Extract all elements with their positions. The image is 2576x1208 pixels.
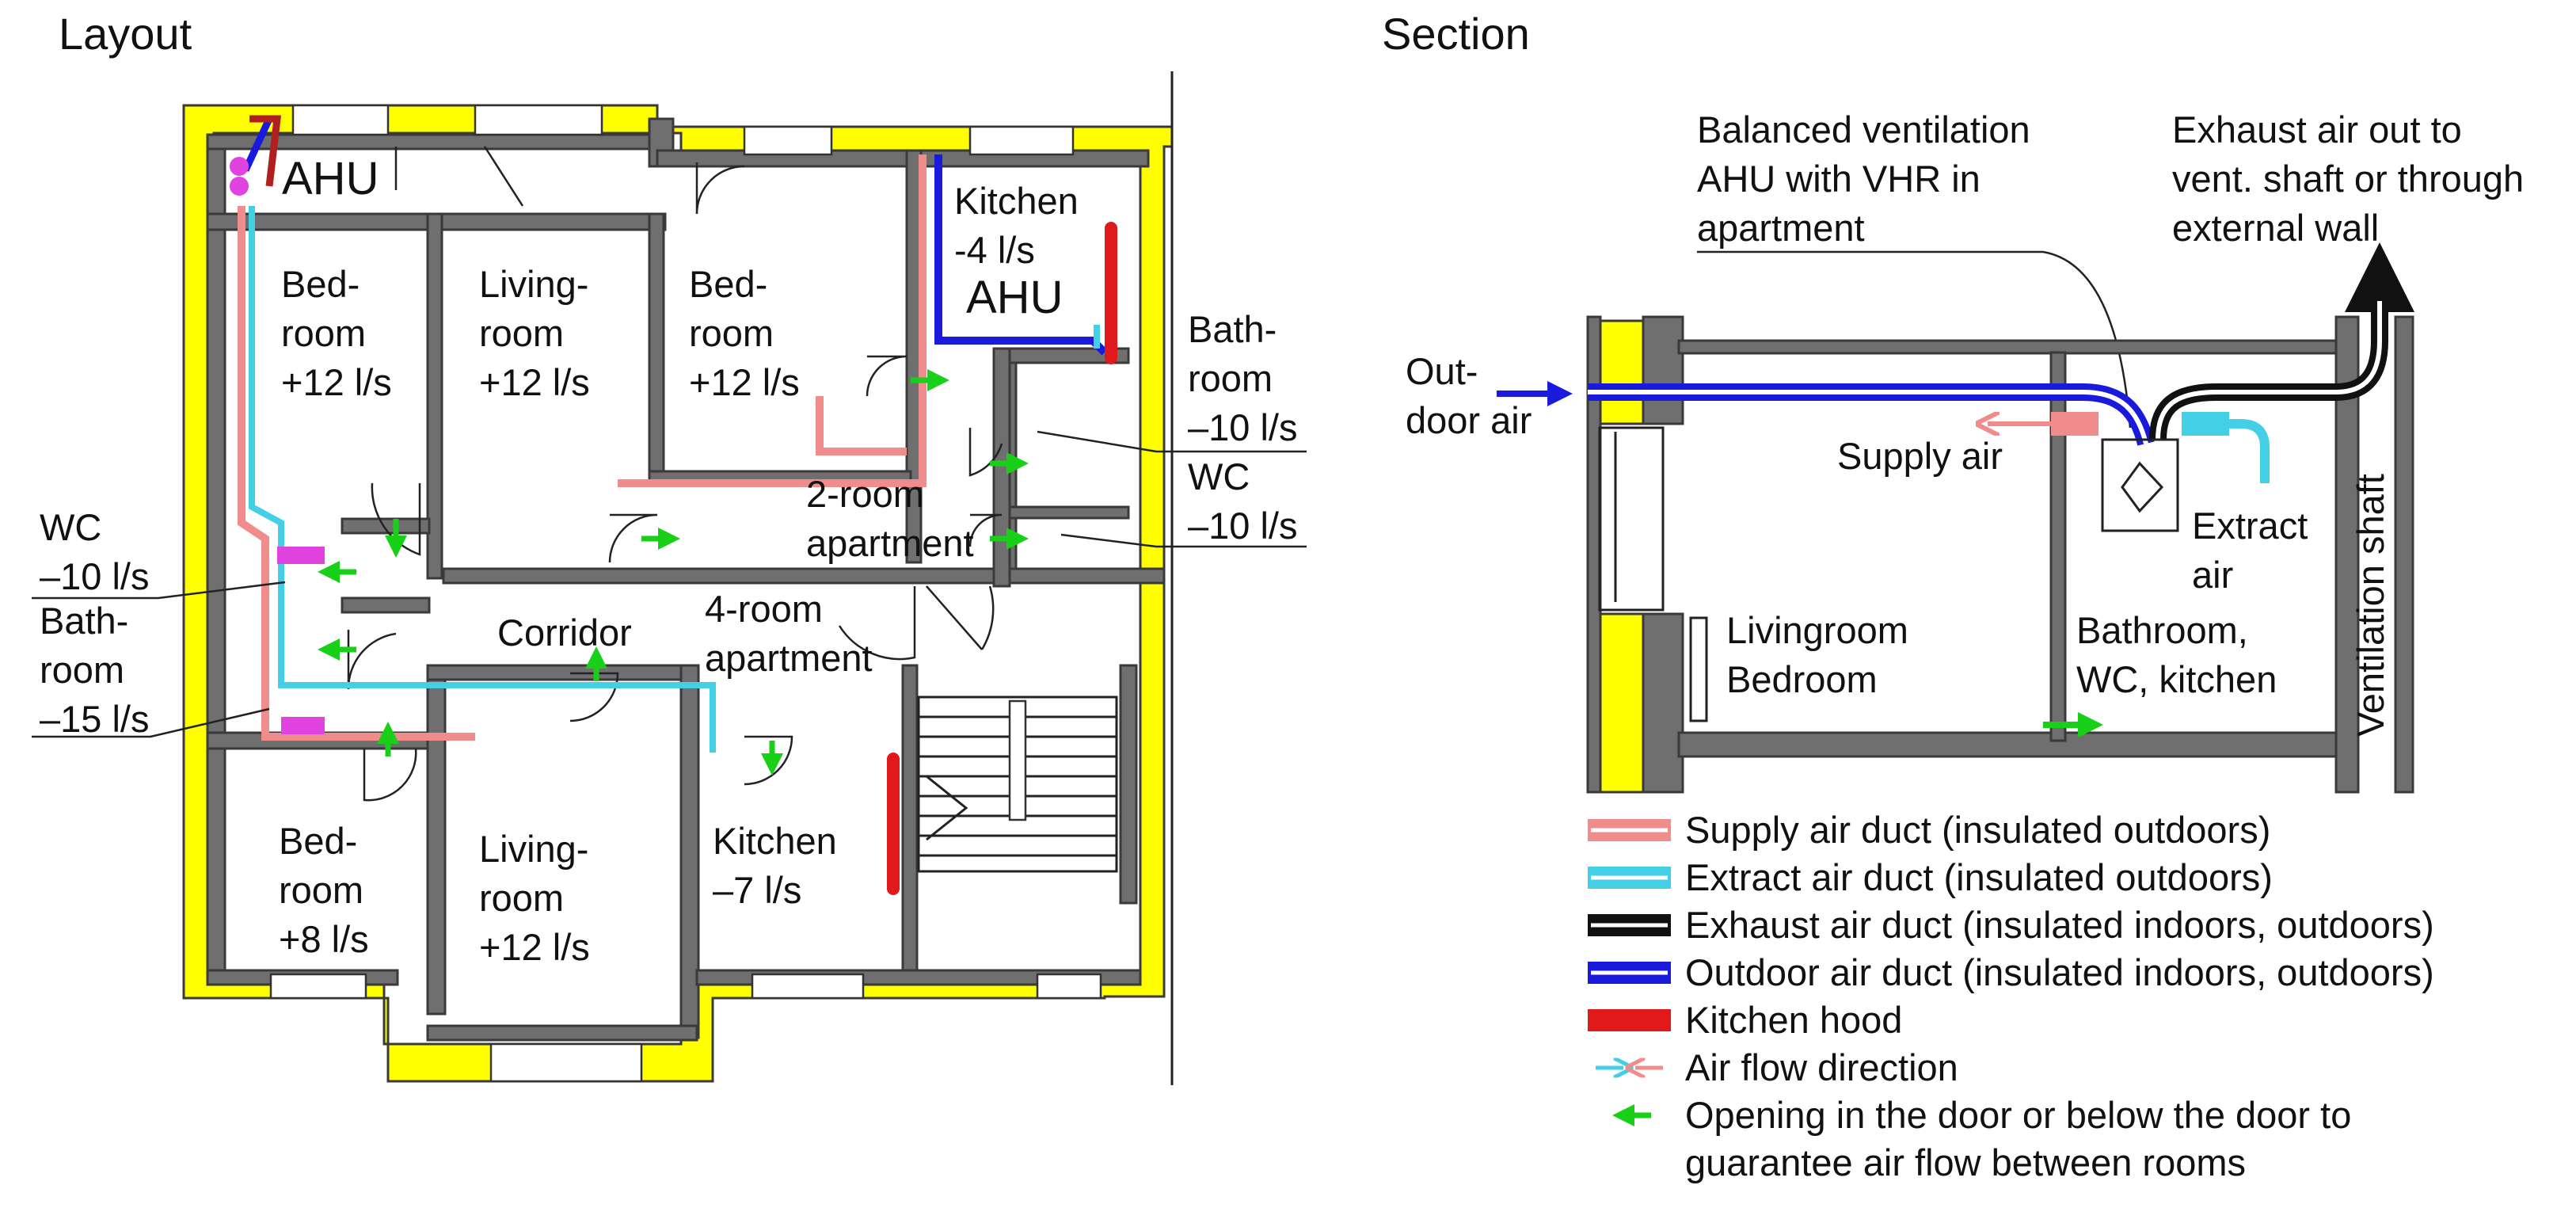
exhaust-note: Exhaust air out to vent. shaft or throug… bbox=[2172, 109, 2534, 249]
room-livingroom-bottom: Living- room +12 l/s bbox=[479, 828, 599, 968]
legend-label-supply: Supply air duct (insulated outdoors) bbox=[1685, 809, 2270, 851]
supply-duct-main bbox=[238, 206, 475, 741]
room-kitchen-bottom: Kitchen –7 l/s bbox=[713, 820, 847, 911]
room-bathroom-left: Bath- room –15 l/s bbox=[40, 600, 149, 740]
supply-duct-top bbox=[618, 154, 927, 487]
ventilation-shaft-label: Ventilation shaft bbox=[2350, 474, 2391, 737]
kitchen-hood-bottom bbox=[887, 753, 900, 895]
legend-label-airflow: Air flow direction bbox=[1685, 1046, 1958, 1088]
room-wc-left: WC –10 l/s bbox=[40, 506, 149, 597]
exhaust-duct-top-left bbox=[249, 115, 282, 187]
legend-label-outdoor: Outdoor air duct (insulated indoors, out… bbox=[1685, 951, 2434, 993]
room-two-room-apartment: 2-room apartment bbox=[806, 473, 974, 564]
ahu-label-right: AHU bbox=[966, 272, 1063, 323]
room-corridor: Corridor bbox=[497, 612, 632, 654]
room-wc-right: WC –10 l/s bbox=[1188, 455, 1297, 547]
ahu-note: Balanced ventilation AHU with VHR in apa… bbox=[1697, 109, 2041, 249]
layout-title: Layout bbox=[59, 9, 192, 59]
supply-duct-branch bbox=[816, 396, 907, 455]
door-opening-arrows bbox=[318, 369, 1029, 775]
section-view: Section Balanced ventilation AHU with VH… bbox=[1382, 9, 2534, 794]
section-title: Section bbox=[1382, 9, 1530, 59]
room-livingroom-top: Living- room +12 l/s bbox=[479, 263, 599, 403]
layout-plan: Layout bbox=[32, 9, 1307, 1085]
room-bathroom-right: Bath- room –10 l/s bbox=[1188, 308, 1297, 448]
room-bedroom-bottom: Bed- room +8 l/s bbox=[279, 820, 374, 960]
legend-label-exhaust: Exhaust air duct (insulated indoors, out… bbox=[1685, 904, 2434, 946]
outdoor-duct-top-left bbox=[242, 117, 273, 172]
doors bbox=[347, 146, 1003, 802]
room-bedroom-top-left: Bed- room +12 l/s bbox=[281, 263, 392, 403]
legend: Supply air duct (insulated outdoors) Extr… bbox=[1588, 809, 2434, 1183]
legend-label-opening-0: Opening in the door or below the door to bbox=[1685, 1094, 2351, 1136]
kitchen-hood-top bbox=[1105, 222, 1117, 364]
supply-air-label: Supply air bbox=[1837, 435, 2003, 477]
extract-air-label: Extract air bbox=[2192, 505, 2318, 596]
legend-swatch-hood bbox=[1588, 1009, 1671, 1031]
staircase bbox=[917, 695, 1118, 873]
room-right-label: Bathroom, WC, kitchen bbox=[2076, 609, 2277, 700]
room-kitchen-top: Kitchen -4 l/s bbox=[954, 180, 1089, 271]
windows bbox=[269, 71, 1174, 1085]
room-bedroom-top-middle: Bed- room +12 l/s bbox=[689, 263, 800, 403]
legend-label-hood: Kitchen hood bbox=[1685, 999, 1902, 1041]
ducts bbox=[230, 115, 1117, 895]
legend-label-extract: Extract air duct (insulated outdoors) bbox=[1685, 856, 2273, 898]
room-four-room-apartment: 4-room apartment bbox=[705, 588, 873, 679]
outdoor-air-label: Out- door air bbox=[1406, 350, 1532, 441]
ahu-label-top: AHU bbox=[282, 153, 379, 204]
legend-label-opening-1: guarantee air flow between rooms bbox=[1685, 1141, 2246, 1183]
extract-duct-main bbox=[249, 206, 716, 753]
room-left-label: Livingroom Bedroom bbox=[1726, 609, 1919, 700]
